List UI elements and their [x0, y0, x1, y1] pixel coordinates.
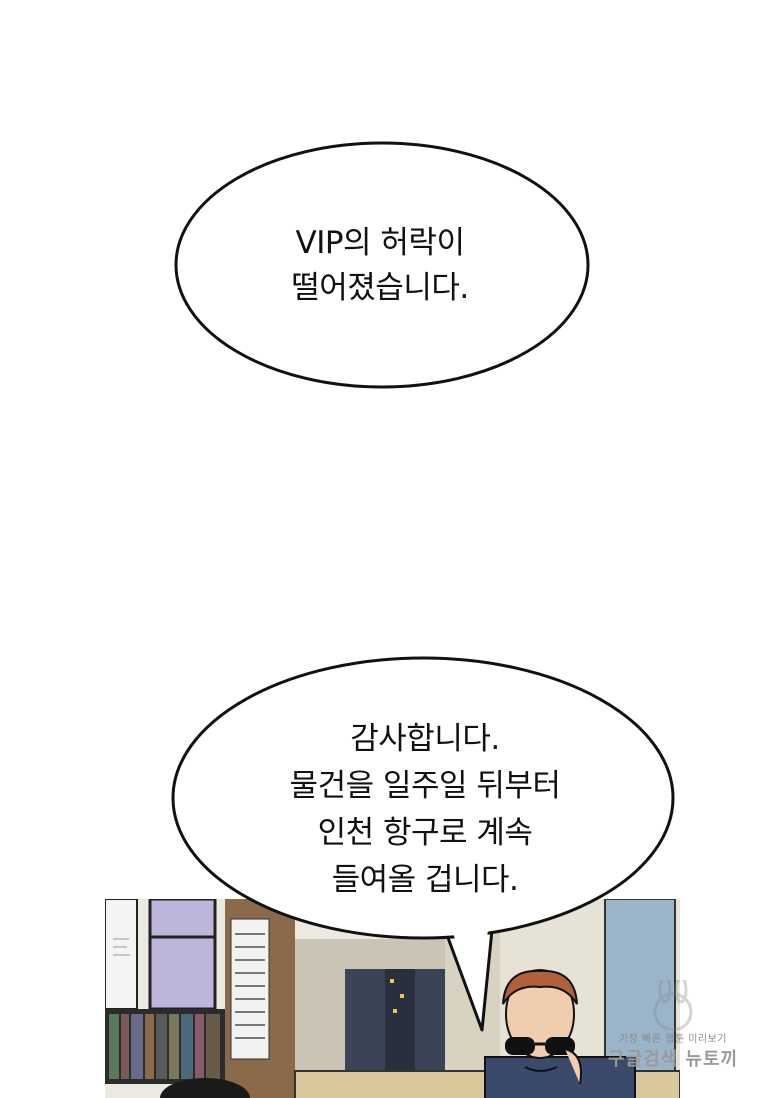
- speech-bubble-top: [174, 141, 590, 389]
- watermark-tagline: 가장 빠른 웹툰 미리보기: [618, 1034, 728, 1045]
- bookshelf: [105, 1009, 225, 1084]
- man-with-sunglasses: [484, 969, 636, 1098]
- watermark: 가장 빠른 웹툰 미리보기 구글검색 뉴토끼: [588, 980, 758, 1071]
- speech-line: 들여올 겁니다.: [331, 862, 519, 898]
- speech-line: 인천 항구로 계속: [317, 815, 533, 851]
- rabbit-logo-icon: [653, 980, 693, 1030]
- speech-line: VIP의 허락이: [295, 225, 465, 261]
- watermark-brand: 구글검색 뉴토끼: [607, 1049, 739, 1070]
- office-scene-illustration: [105, 899, 680, 1098]
- speech-bubble-bottom: [171, 656, 675, 1032]
- speech-line: 떨어졌습니다.: [291, 270, 469, 306]
- speech-line: 물건을 일주일 뒤부터: [289, 768, 561, 804]
- speech-text-top: VIP의 허락이 떨어졌습니다.: [190, 221, 570, 311]
- speech-text-bottom: 감사합니다. 물건을 일주일 뒤부터 인천 항구로 계속 들여올 겁니다.: [175, 716, 675, 904]
- speech-line: 감사합니다.: [350, 721, 500, 757]
